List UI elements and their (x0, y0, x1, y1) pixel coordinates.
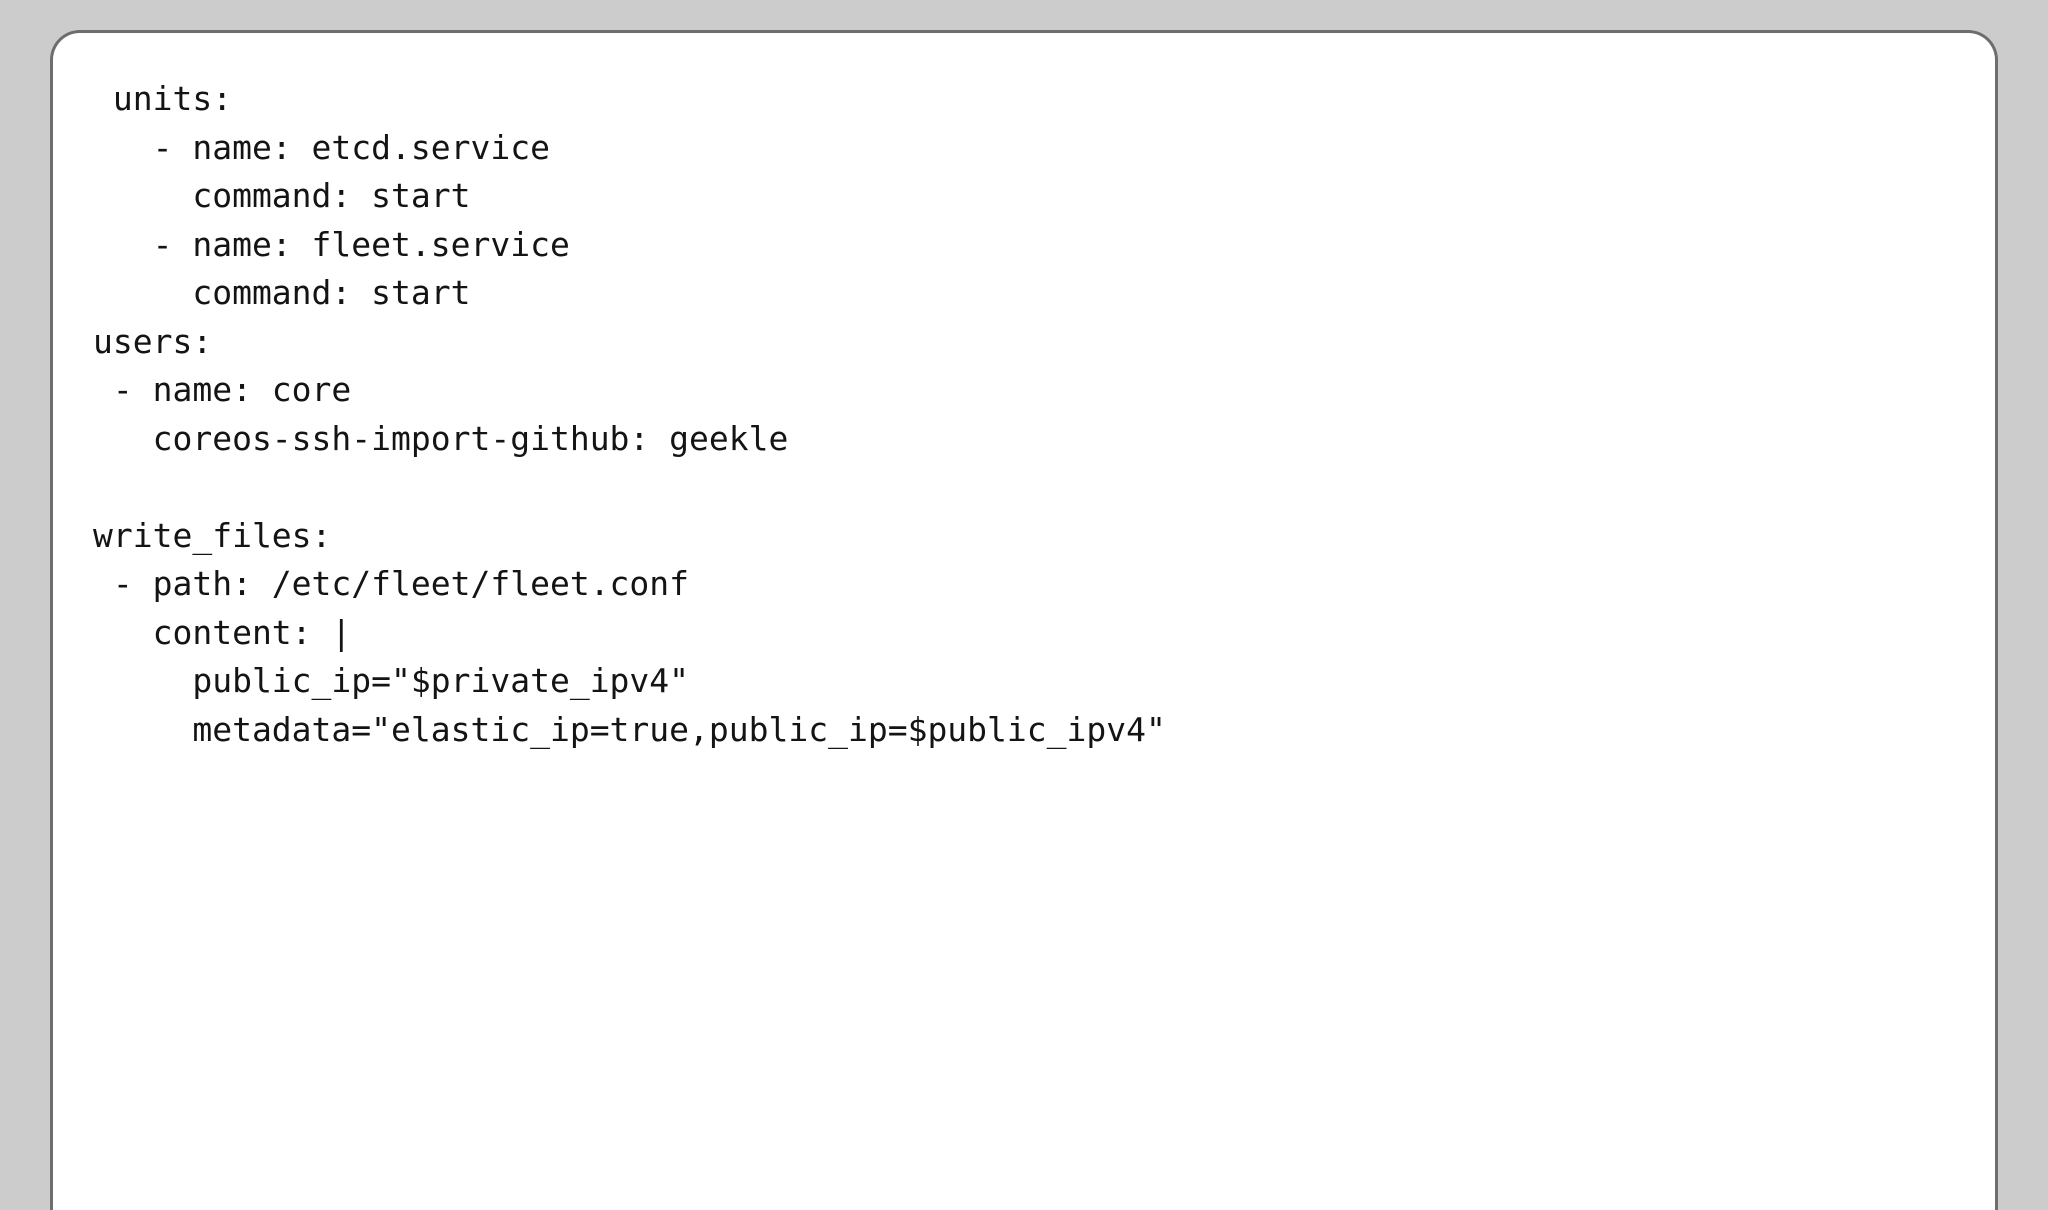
code-line-content-public-ip: public_ip="$private_ipv4" (93, 661, 690, 700)
code-line-unit-fleet-command: command: start (93, 273, 471, 312)
screen-canvas: units: - name: etcd.service command: sta… (50, 30, 1998, 1210)
code-line-user-name-core: - name: core (93, 370, 352, 409)
code-line-unit-fleet-name: - name: fleet.service (93, 224, 570, 264)
code-line-write-files-content-key: content: | (93, 612, 352, 652)
yaml-code-block: units: - name: etcd.service command: sta… (93, 75, 1995, 754)
code-line-write-files-key: write_files: (93, 515, 332, 555)
code-card: units: - name: etcd.service command: sta… (50, 30, 1998, 1210)
code-line-content-metadata: metadata="elastic_ip=true,public_ip=$pub… (93, 709, 1166, 749)
code-line-users-key: users: (93, 321, 213, 361)
code-line-user-ssh-import-github: coreos-ssh-import-github: geekle (93, 418, 789, 458)
code-line-units-key: units: (93, 79, 233, 118)
code-line-blank-separator (93, 463, 1995, 512)
code-line-write-files-path: - path: /etc/fleet/fleet.conf (93, 564, 690, 603)
code-line-unit-etcd-name: - name: etcd.service (93, 127, 550, 167)
code-line-unit-etcd-command: command: start (93, 176, 471, 215)
